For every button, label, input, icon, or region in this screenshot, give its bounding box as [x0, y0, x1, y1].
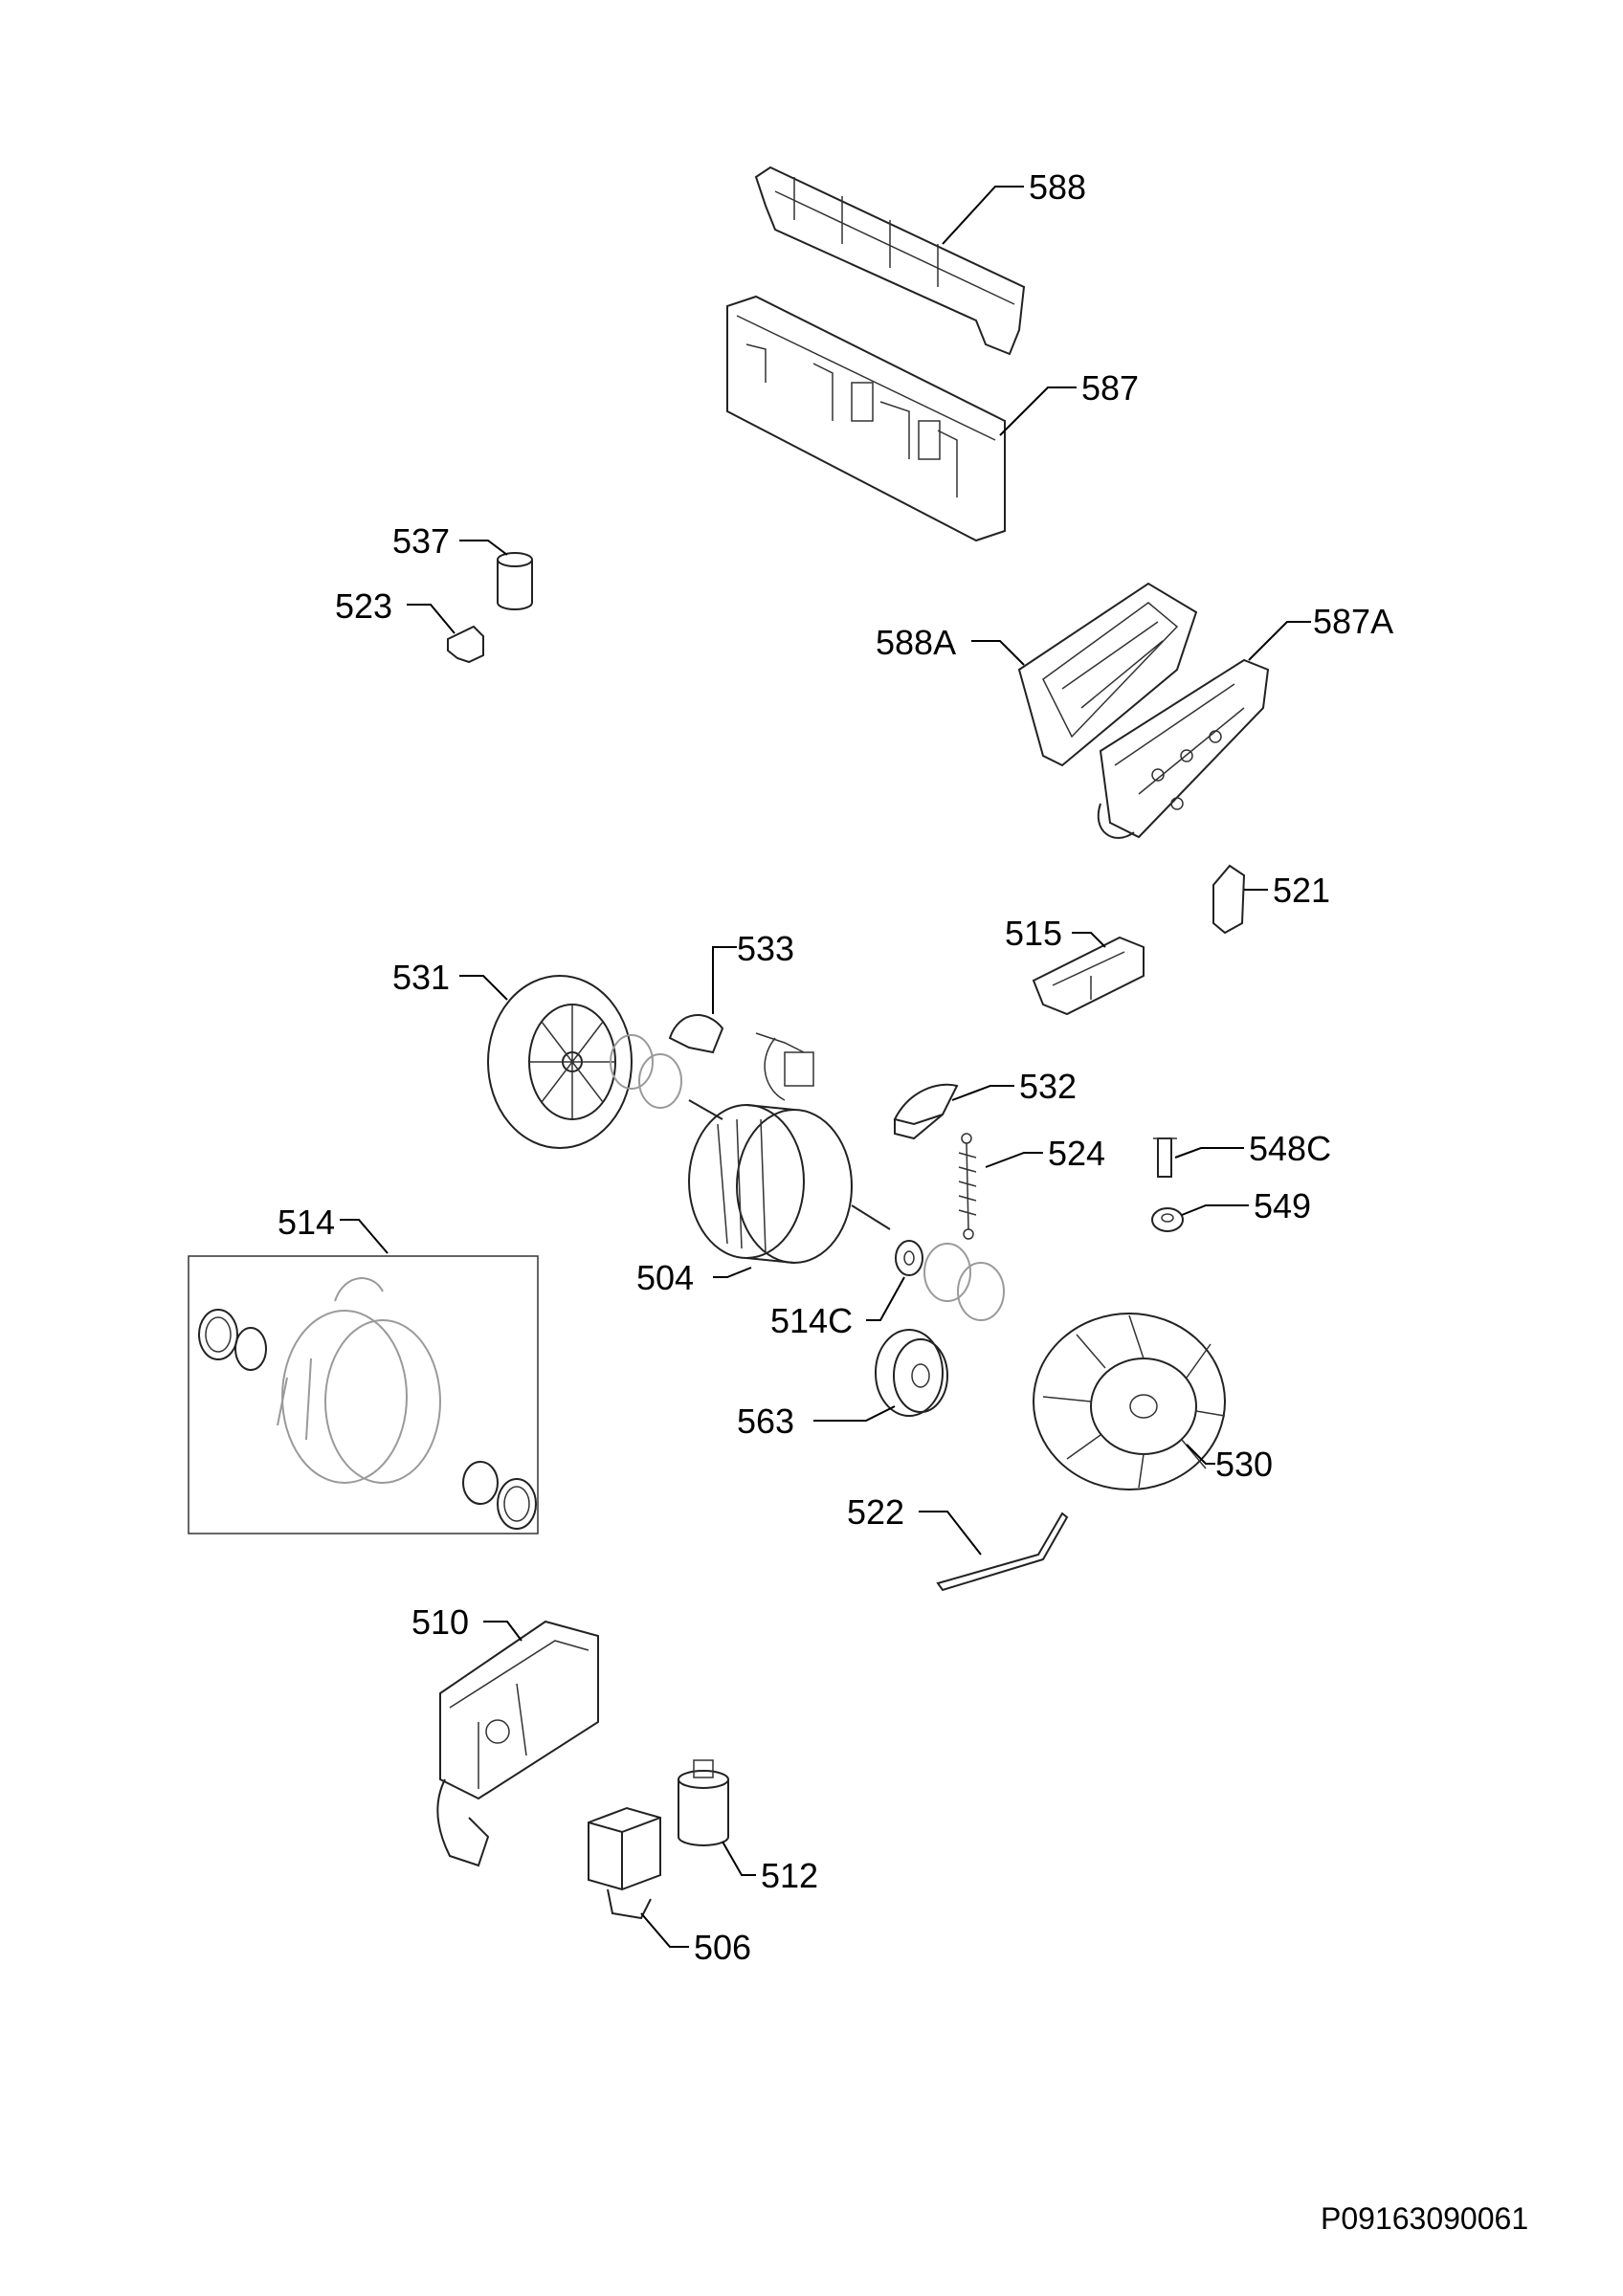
label-514C: 514C — [770, 1301, 853, 1340]
part-524-spring[interactable] — [958, 1133, 977, 1240]
part-532-cover[interactable] — [893, 1083, 959, 1140]
label-523: 523 — [335, 586, 392, 626]
part-587A-pcb[interactable] — [1097, 658, 1270, 839]
part-514-kit[interactable] — [188, 1255, 539, 1534]
label-504: 504 — [636, 1258, 694, 1297]
leader-514C — [866, 1276, 905, 1321]
leader-506 — [640, 1912, 689, 1948]
label-506: 506 — [694, 1928, 751, 1967]
kit-514-frame — [188, 1255, 539, 1534]
leader-548C — [1174, 1147, 1244, 1159]
label-587: 587 — [1081, 368, 1139, 408]
leader-530 — [1186, 1444, 1215, 1465]
part-548C-pin[interactable] — [1153, 1137, 1177, 1178]
label-521: 521 — [1273, 871, 1330, 910]
label-588A: 588A — [876, 623, 956, 662]
leader-531 — [459, 975, 508, 1001]
leader-537 — [459, 540, 508, 556]
label-532: 532 — [1019, 1067, 1077, 1106]
leader-522 — [919, 1511, 982, 1556]
part-506-pump[interactable] — [588, 1806, 661, 1920]
leader-532 — [951, 1085, 1014, 1101]
part-521-switch[interactable] — [1212, 864, 1246, 935]
label-537: 537 — [392, 521, 450, 561]
part-504-motor[interactable] — [688, 1037, 891, 1264]
label-549: 549 — [1254, 1186, 1311, 1225]
part-523-clip[interactable] — [447, 625, 484, 664]
part-514C-bearing[interactable] — [895, 1240, 1005, 1321]
part-563-pulley[interactable] — [875, 1329, 948, 1417]
leader-515 — [1072, 932, 1106, 948]
leader-504 — [713, 1267, 752, 1278]
leader-587 — [999, 386, 1077, 436]
label-548C: 548C — [1249, 1129, 1331, 1168]
label-515: 515 — [1005, 914, 1062, 953]
label-587A: 587A — [1313, 602, 1393, 641]
leader-533 — [712, 946, 737, 1014]
part-530-fan[interactable] — [1033, 1313, 1226, 1490]
label-530: 530 — [1215, 1445, 1273, 1484]
leader-512 — [722, 1841, 756, 1876]
bearings-faded — [610, 1034, 682, 1109]
label-563: 563 — [737, 1402, 794, 1441]
label-531: 531 — [392, 958, 450, 997]
label-588: 588 — [1029, 167, 1086, 207]
leader-588 — [942, 186, 1024, 245]
label-524: 524 — [1048, 1134, 1105, 1173]
leader-514 — [340, 1219, 389, 1254]
part-537-cylinder[interactable] — [497, 552, 533, 610]
leader-549 — [1181, 1204, 1249, 1216]
part-588-cover[interactable] — [754, 166, 1026, 356]
leader-563 — [813, 1405, 896, 1422]
part-522-strip[interactable] — [936, 1512, 1069, 1592]
part-533-cable-clip[interactable] — [668, 1014, 805, 1054]
part-549-grommet[interactable] — [1151, 1207, 1184, 1232]
leader-510 — [483, 1621, 522, 1642]
label-510: 510 — [411, 1602, 469, 1642]
leader-523 — [407, 604, 456, 634]
document-code: P09163090061 — [1321, 2201, 1528, 2236]
part-588A-frame[interactable] — [1017, 582, 1198, 767]
leader-588A — [971, 640, 1025, 666]
label-522: 522 — [847, 1492, 904, 1532]
part-510-housing[interactable] — [436, 1620, 599, 1867]
part-515-bracket[interactable] — [1032, 936, 1145, 1016]
part-531-fan[interactable] — [487, 975, 633, 1149]
label-514: 514 — [278, 1203, 335, 1242]
label-512: 512 — [761, 1856, 818, 1895]
label-533: 533 — [737, 929, 794, 968]
part-587-control-board[interactable] — [726, 295, 1006, 542]
part-512-capacitor[interactable] — [678, 1759, 729, 1846]
leader-587A — [1248, 621, 1311, 661]
leader-524 — [985, 1152, 1043, 1168]
